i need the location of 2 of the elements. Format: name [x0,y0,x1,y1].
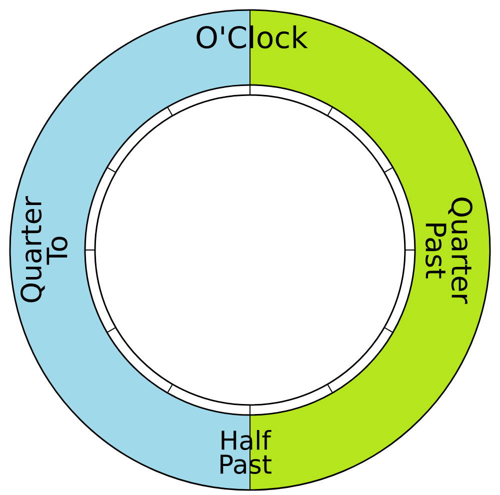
clock-label: Quarter To [20,196,68,302]
clock-label: Quarter Past [426,198,472,304]
